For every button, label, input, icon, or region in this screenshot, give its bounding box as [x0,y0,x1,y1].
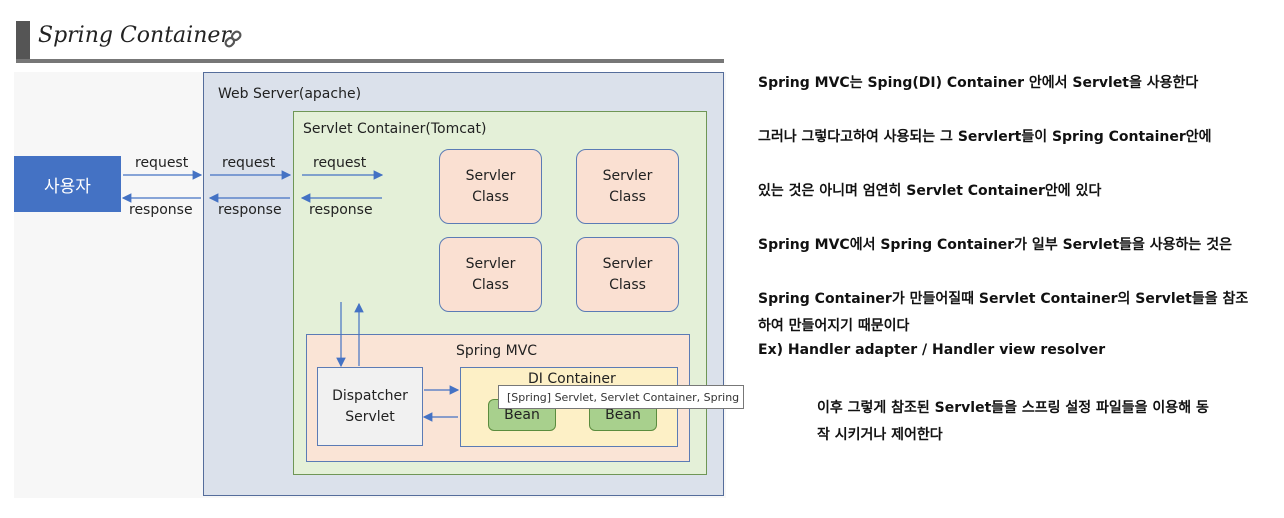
response-label-3: response [309,202,373,218]
dispatcher-line2: Servlet [345,408,395,425]
servlet-class-box: Servler Class [576,149,679,224]
note-paragraph: 이후 그렇게 참조된 Servlet들을 스프링 설정 파일들을 이용해 동 [817,400,1209,416]
user-box: 사용자 [14,156,121,212]
spring-mvc-label: Spring MVC [456,343,538,359]
servlet-class-line2: Class [472,276,509,293]
request-label-1: request [135,155,189,171]
servlet-class-line1: Servler [465,167,516,184]
servlet-class-line2: Class [609,276,646,293]
servlet-class-line1: Servler [602,167,653,184]
servlet-class-line1: Servler [602,255,653,272]
response-label-2: response [218,202,282,218]
servlet-class-line1: Servler [465,255,516,272]
servlet-container-label: Servlet Container(Tomcat) [303,121,487,137]
servlet-class-line2: Class [609,188,646,205]
servlet-class-box: Servler Class [439,149,542,224]
note-paragraph: Ex) Handler adapter / Handler view resol… [758,342,1106,358]
heading-accent-bar [16,21,30,61]
note-paragraph: Spring Container가 만들어질때 Servlet Containe… [758,291,1249,307]
heading-underline [16,59,724,63]
di-container-label: DI Container [528,371,616,387]
servlet-class-line2: Class [472,188,509,205]
request-label-3: request [313,155,367,171]
response-label-1: response [129,202,193,218]
note-paragraph: 작 시키거나 제어한다 [817,427,943,443]
servlet-class-box: Servler Class [576,237,679,312]
dispatcher-line1: Dispatcher [332,387,408,404]
note-paragraph: Spring MVC는 Sping(DI) Container 안에서 Serv… [758,75,1199,91]
tooltip: [Spring] Servlet, Servlet Container, Spr… [498,385,744,409]
dispatcher-servlet-box: Dispatcher Servlet [317,367,423,446]
note-paragraph: 그러나 그렇다고하여 사용되는 그 Servlert들이 Spring Cont… [758,129,1212,145]
page-title: Spring Container [38,23,231,48]
note-paragraph: 있는 것은 아니며 엄연히 Servlet Container안에 있다 [758,183,1102,199]
note-paragraph: 하여 만들어지기 때문이다 [758,318,910,334]
link-icon[interactable] [222,28,244,50]
request-label-2: request [222,155,276,171]
note-paragraph: Spring MVC에서 Spring Container가 일부 Servle… [758,237,1232,253]
web-server-label: Web Server(apache) [218,86,362,102]
servlet-class-box: Servler Class [439,237,542,312]
